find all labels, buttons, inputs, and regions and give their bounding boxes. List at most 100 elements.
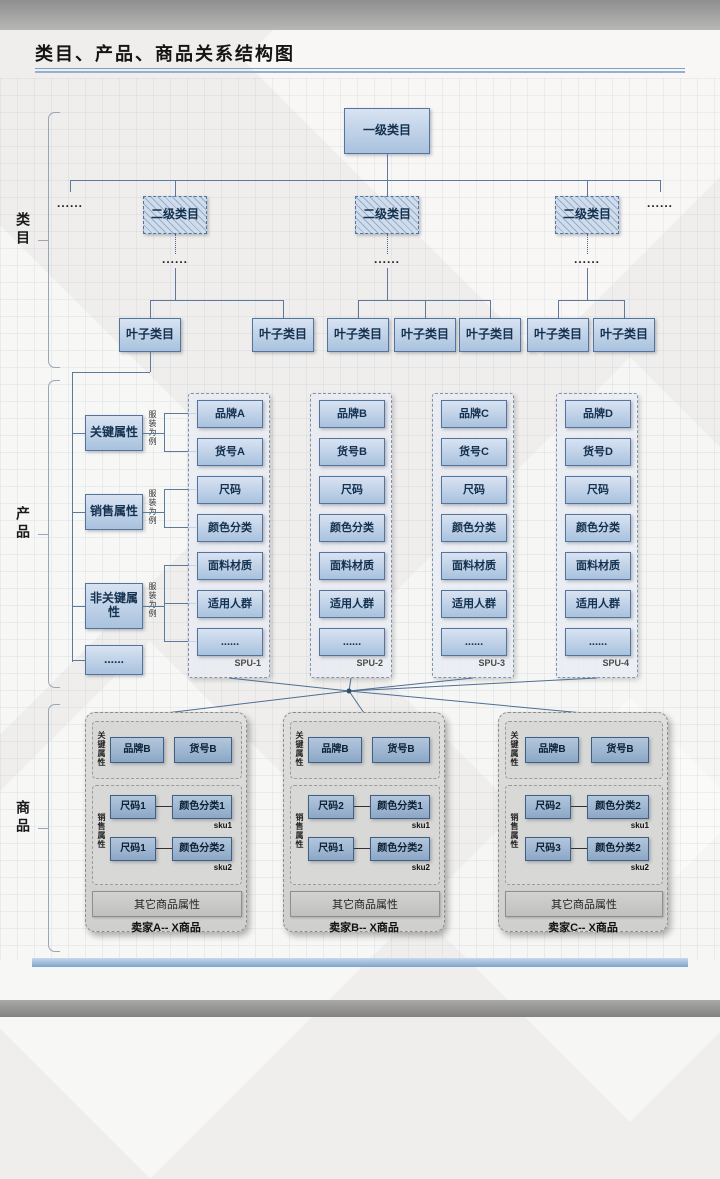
sku-label: sku2 <box>630 863 649 872</box>
dotted-connector <box>387 234 388 254</box>
dotted-connector <box>587 234 588 254</box>
sku-label: sku1 <box>213 821 232 830</box>
spu-name-label: SPU-3 <box>478 658 505 668</box>
seller-card: 关键属性 品牌B 货号B 销售属性 尺码2 颜色分类1 sku1 尺码1 颜色分… <box>283 712 445 934</box>
connector-line <box>358 300 359 318</box>
spu-attribute-box: 颜色分类 <box>441 514 507 542</box>
sku-color-box: 颜色分类1 <box>172 795 232 819</box>
connector-line <box>624 300 625 318</box>
ellipsis-left: ...... <box>56 196 83 210</box>
spu-attribute-box: 颜色分类 <box>197 514 263 542</box>
commodity-section-bracket <box>48 704 60 952</box>
spu-attribute-box: 颜色分类 <box>319 514 385 542</box>
spu-attribute-box: ...... <box>319 628 385 656</box>
spu-attribute-box: 适用人群 <box>319 590 385 618</box>
leaf-category-box: 叶子类目 <box>593 318 655 352</box>
connector-line <box>587 180 588 196</box>
sku-size-box: 尺码1 <box>110 837 156 861</box>
spu-attribute-box: 颜色分类 <box>565 514 631 542</box>
spu-attribute-box: 品牌A <box>197 400 263 428</box>
ellipsis-under-level2: ...... <box>161 252 188 266</box>
sku-link-dash <box>571 848 587 849</box>
connector-line <box>175 268 176 300</box>
other-attributes-box: 其它商品属性 <box>505 891 663 917</box>
dotted-connector <box>175 234 176 254</box>
spu-attribute-box: 货号A <box>197 438 263 466</box>
spu-name-label: SPU-1 <box>234 658 261 668</box>
spu-name-label: SPU-2 <box>356 658 383 668</box>
sku-size-box: 尺码2 <box>308 795 354 819</box>
spu-attribute-box: 货号D <box>565 438 631 466</box>
level2-category-box: 二级类目 <box>555 196 619 234</box>
section-label-product: 产品 <box>15 506 31 542</box>
section-label-commodity: 商品 <box>15 800 31 836</box>
connector-line <box>558 300 559 318</box>
spu-container: 品牌A 货号A 尺码 颜色分类 面料材质 适用人群 ...... SPU-1 <box>188 393 270 678</box>
connector-line <box>164 489 165 527</box>
connector-line <box>150 300 151 318</box>
key-attributes-label: 关键属性 <box>295 731 304 767</box>
spu-attribute-box: 面料材质 <box>565 552 631 580</box>
connector-line <box>72 433 85 434</box>
sku-link-dash <box>156 848 172 849</box>
leaf-category-box: 叶子类目 <box>252 318 314 352</box>
level1-category-box: 一级类目 <box>344 108 430 154</box>
connector-line <box>72 512 85 513</box>
sku-label: sku1 <box>411 821 430 830</box>
top-window-bar <box>0 0 720 30</box>
connector-line <box>143 433 164 434</box>
product-section-bracket <box>48 380 60 688</box>
spu-attribute-box: ...... <box>197 628 263 656</box>
section-label-category: 类目 <box>15 212 31 248</box>
sku-color-box: 颜色分类1 <box>370 795 430 819</box>
spu-attribute-box: 货号B <box>319 438 385 466</box>
sales-attributes-label: 销售属性 <box>97 813 106 849</box>
spu-attribute-box: 适用人群 <box>197 590 263 618</box>
spu-attribute-box: 面料材质 <box>197 552 263 580</box>
seller-card: 关键属性 品牌B 货号B 销售属性 尺码1 颜色分类1 sku1 尺码1 颜色分… <box>85 712 247 934</box>
level2-category-box: 二级类目 <box>355 196 419 234</box>
clothing-example-note: 服装为例 <box>148 489 157 525</box>
sku-color-box: 颜色分类2 <box>587 837 649 861</box>
clothing-example-note: 服装为例 <box>148 410 157 446</box>
connector-line <box>143 512 164 513</box>
spu-attribute-box: 品牌B <box>319 400 385 428</box>
spu-attribute-box: 尺码 <box>441 476 507 504</box>
item-number-box: 货号B <box>591 737 649 763</box>
connector-line <box>164 451 196 452</box>
spu-attribute-box: 品牌D <box>565 400 631 428</box>
attribute-group-box: ...... <box>85 645 143 675</box>
level2-category-box: 二级类目 <box>143 196 207 234</box>
connector-line <box>70 180 71 192</box>
title-underline <box>35 68 685 73</box>
sku-color-box: 颜色分类2 <box>370 837 430 861</box>
spu-container: 品牌D 货号D 尺码 颜色分类 面料材质 适用人群 ...... SPU-4 <box>556 393 638 678</box>
key-attributes-label: 关键属性 <box>510 731 519 767</box>
brand-box: 品牌B <box>525 737 579 763</box>
item-number-box: 货号B <box>372 737 430 763</box>
leaf-category-box: 叶子类目 <box>119 318 181 352</box>
attribute-group-box: 非关键属性 <box>85 583 143 629</box>
sku-size-box: 尺码1 <box>308 837 354 861</box>
spu-attribute-box: ...... <box>565 628 631 656</box>
seller-name-label: 卖家A-- X商品 <box>131 922 201 934</box>
connector-line <box>387 154 388 180</box>
spu-attribute-box: 面料材质 <box>441 552 507 580</box>
connector-line <box>150 352 151 372</box>
connector-line <box>72 660 85 661</box>
sku-label: sku1 <box>630 821 649 830</box>
page-title: 类目、产品、商品关系结构图 <box>35 44 295 64</box>
sku-size-box: 尺码2 <box>525 795 571 819</box>
spu-attribute-box: 品牌C <box>441 400 507 428</box>
connector-line <box>660 180 661 192</box>
bottom-window-bar <box>0 1000 720 1017</box>
sku-link-dash <box>571 806 587 807</box>
leaf-category-box: 叶子类目 <box>527 318 589 352</box>
sku-label: sku2 <box>213 863 232 872</box>
brand-box: 品牌B <box>110 737 164 763</box>
connector-line <box>72 372 73 662</box>
category-section-bracket <box>48 112 60 368</box>
connector-line <box>70 180 660 181</box>
connector-line <box>164 565 196 566</box>
clothing-example-note: 服装为例 <box>148 582 157 618</box>
